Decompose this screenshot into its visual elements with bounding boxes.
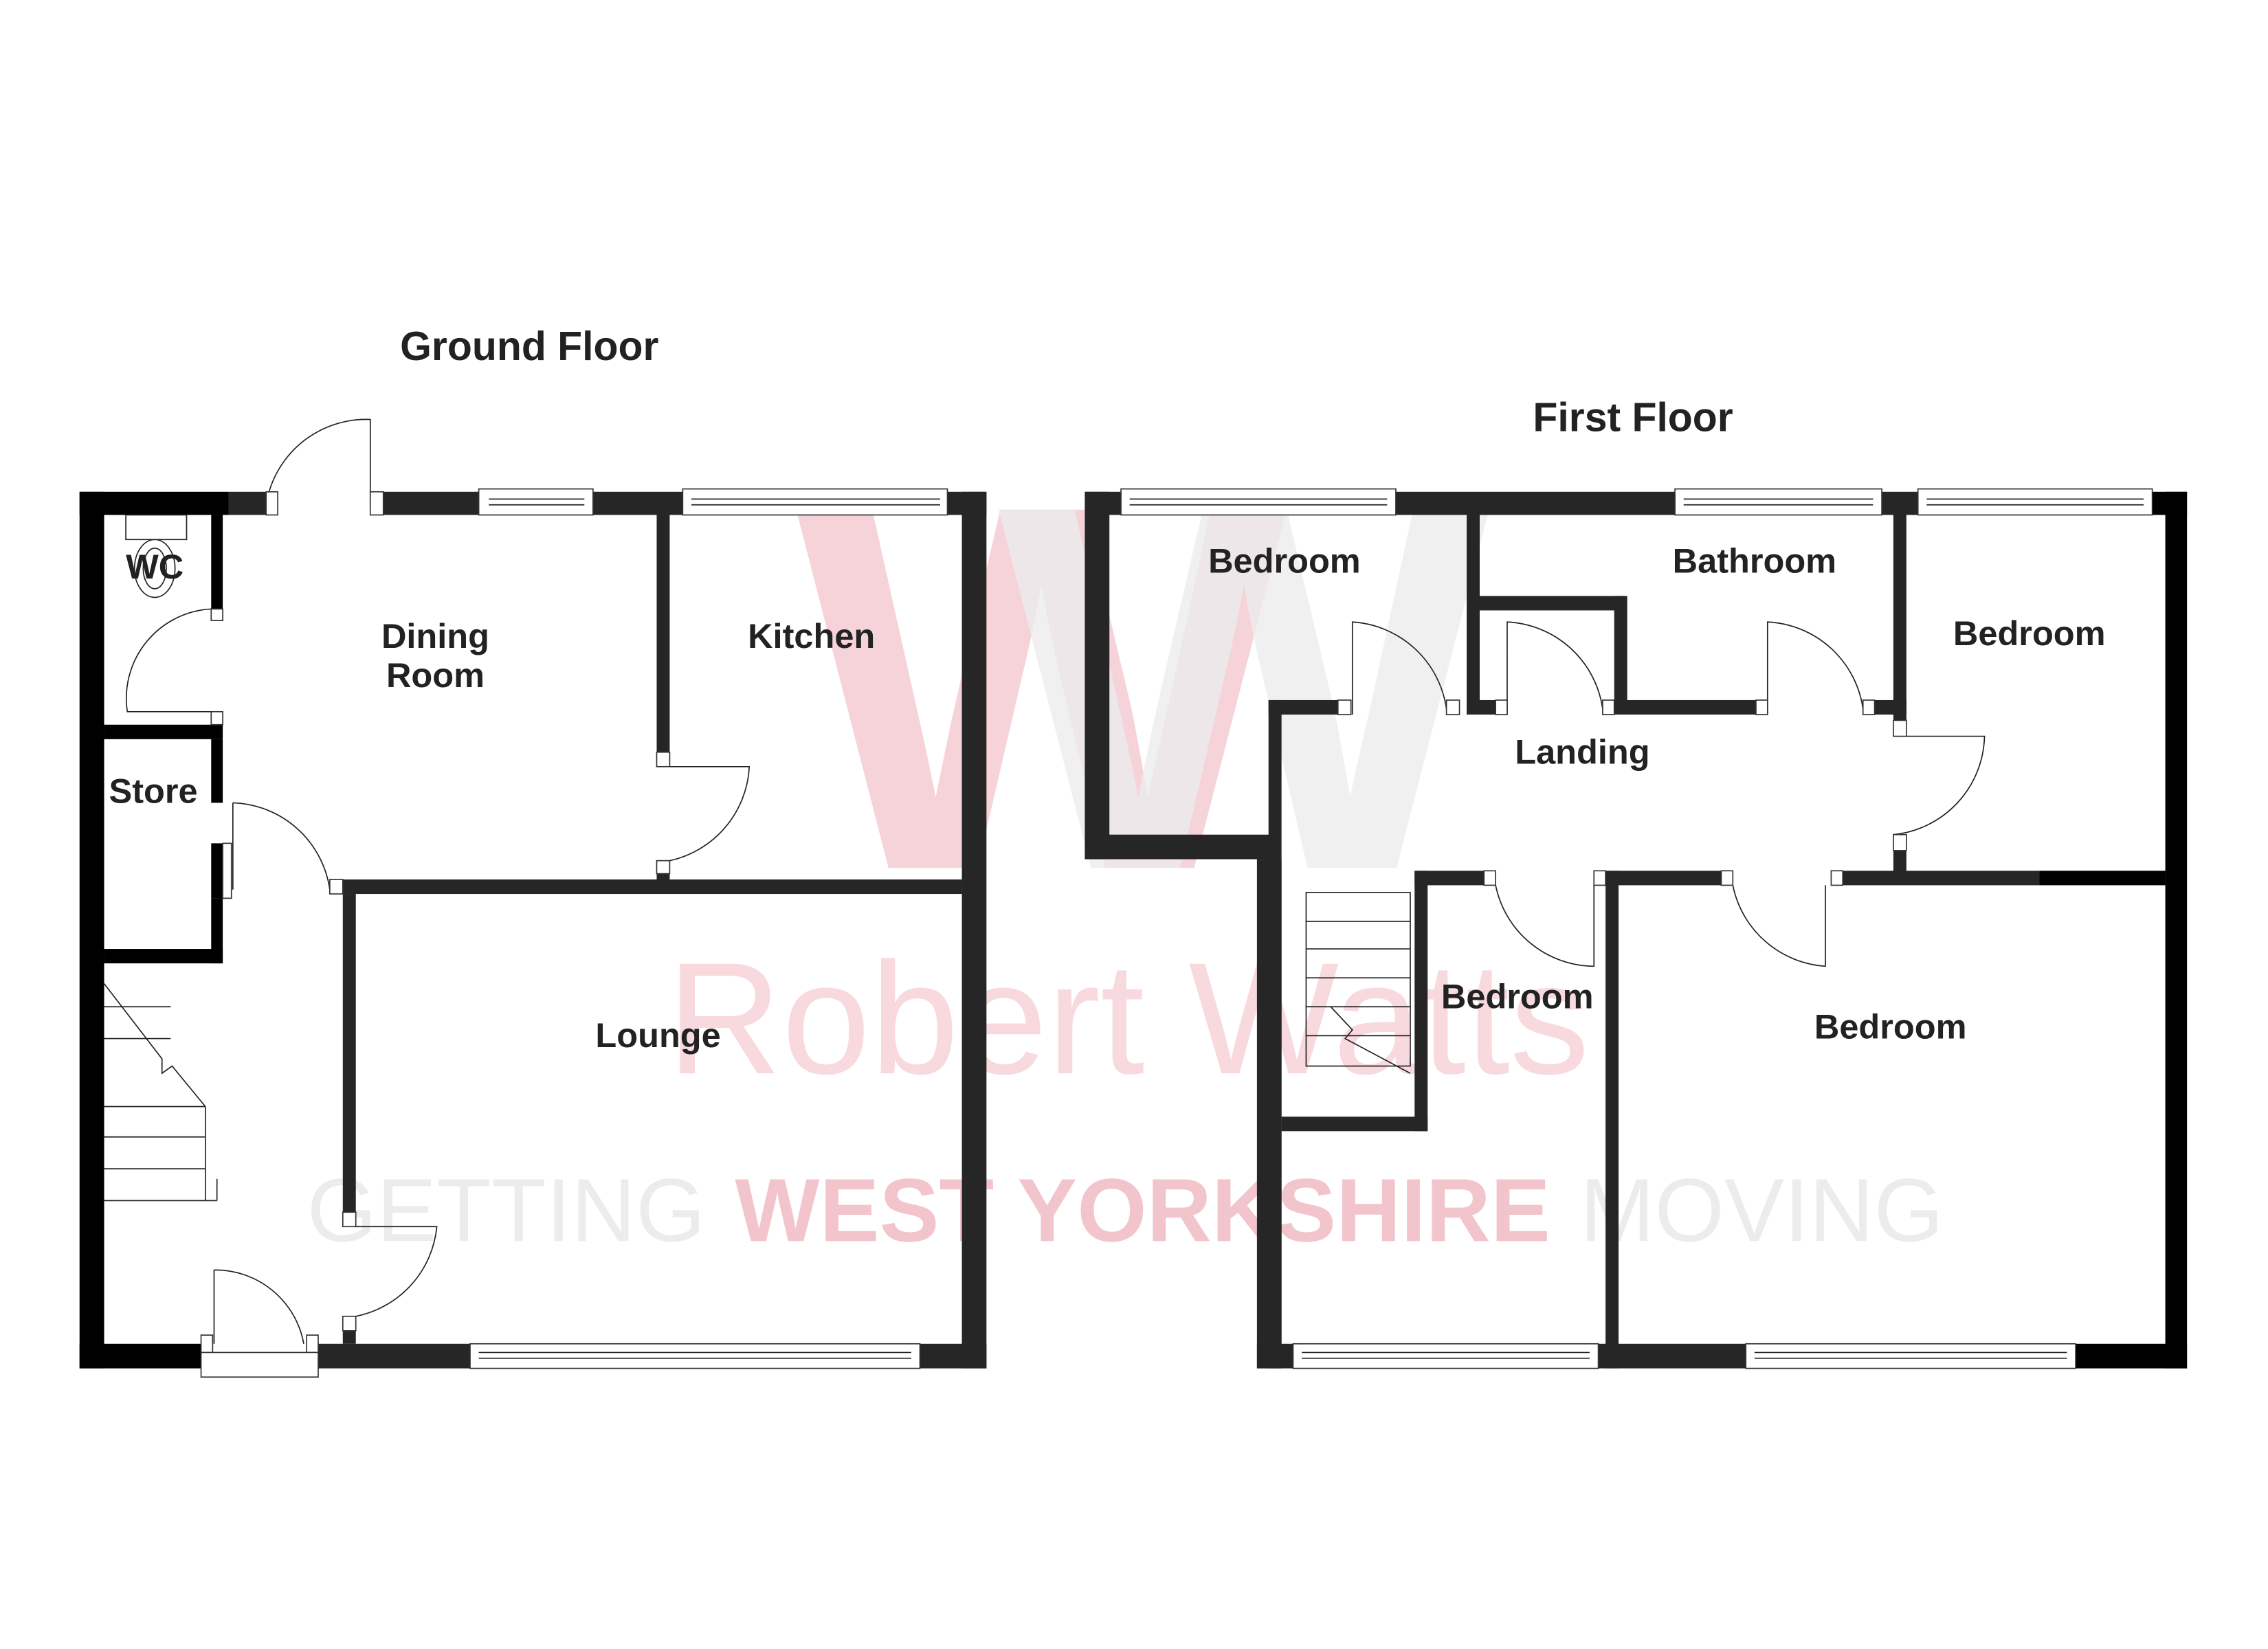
watermark-tagline-1: GETTING [307,1160,706,1260]
first-floor-title: First Floor [1533,395,1733,440]
room-label-bedroom-3: Bedroom [1441,976,1594,1016]
first-floor: First Floor [1085,395,2188,1369]
ground-stairs [103,983,218,1202]
watermark-tagline-2: WEST YORKSHIRE [735,1160,1550,1260]
ground-floor: Ground Floor [79,324,987,1378]
room-label-bedroom-1: Bedroom [1208,541,1361,581]
room-label-kitchen: Kitchen [748,616,875,655]
first-floor-stairs [1305,892,1411,1074]
room-label-dining-line1: Dining [381,616,489,655]
room-label-store: Store [109,771,198,810]
watermark-name: Robert Watts [667,930,1589,1108]
room-label-lounge: Lounge [595,1016,720,1055]
watermark: W W Robert Watts GETTING WEST YORKSHIRE … [307,396,1944,1260]
watermark-tagline-3: MOVING [1580,1160,1944,1260]
room-label-wc: WC [126,547,184,586]
ground-floor-title: Ground Floor [400,324,658,369]
room-label-bedroom-2: Bedroom [1953,614,2106,653]
room-label-dining-line2: Room [386,655,485,695]
room-label-bedroom-4: Bedroom [1814,1007,1967,1046]
room-label-landing: Landing [1515,732,1649,772]
room-label-bathroom: Bathroom [1673,541,1836,581]
